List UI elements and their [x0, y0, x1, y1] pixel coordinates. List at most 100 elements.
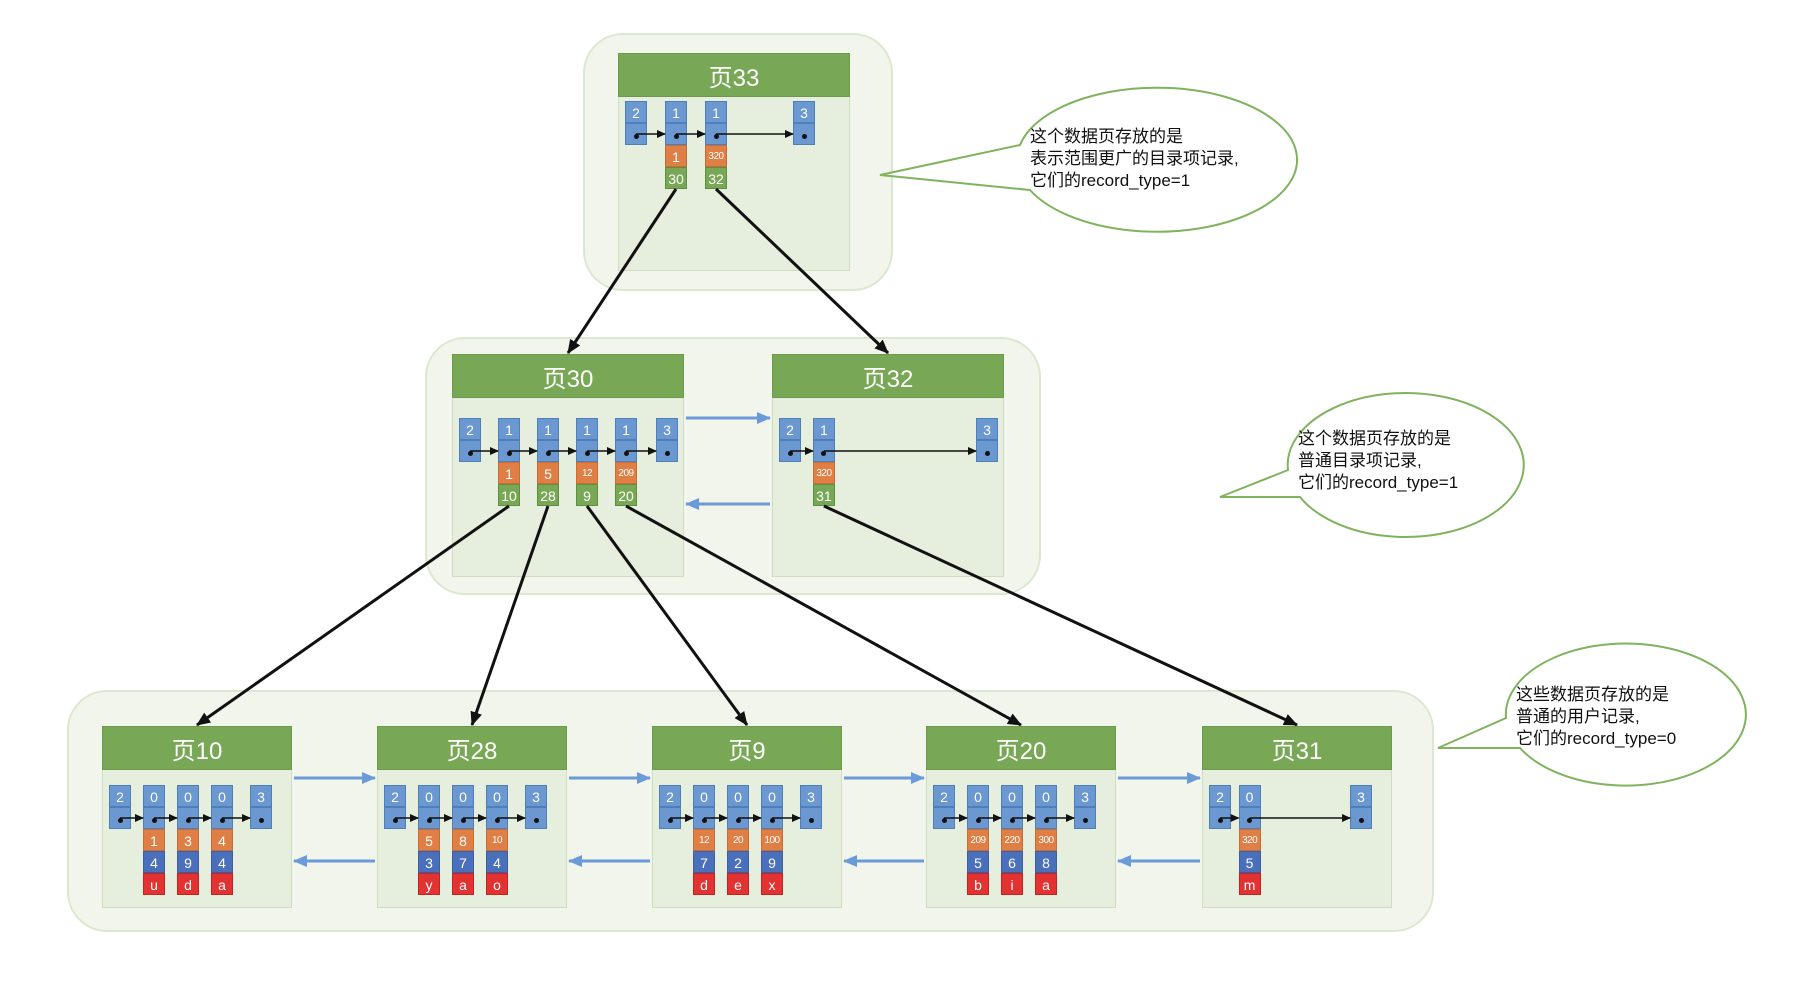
primary-key-cell: 5 — [418, 829, 440, 851]
record-type-cell: 3 — [800, 785, 822, 807]
next-pointer-cell — [1209, 807, 1231, 829]
next-pointer-cell — [727, 807, 749, 829]
next-pointer-dot — [975, 817, 981, 823]
record-type-cell: 1 — [615, 418, 637, 440]
next-pointer-cell — [812, 440, 835, 462]
record-type-cell: 3 — [656, 418, 678, 440]
record-type-cell: 0 — [967, 785, 989, 807]
column-3-cell: o — [486, 873, 508, 895]
record-type-cell: 0 — [418, 785, 440, 807]
record-type-cell: 3 — [525, 785, 547, 807]
column-2-cell: 4 — [143, 851, 165, 873]
infimum-record: 2 — [459, 418, 481, 462]
next-pointer-cell — [109, 807, 131, 829]
record-type-cell: 2 — [933, 785, 955, 807]
next-pointer-cell — [615, 440, 637, 462]
min-key-cell: 1 — [665, 145, 687, 167]
record-type-cell: 2 — [459, 418, 481, 440]
next-pointer-dot — [584, 450, 590, 456]
page-header: 页28 — [377, 726, 567, 770]
next-pointer-dot — [623, 450, 629, 456]
next-pointer-cell — [800, 807, 822, 829]
column-2-cell: 9 — [761, 851, 783, 873]
next-pointer-cell — [625, 123, 647, 145]
next-pointer-dot — [219, 817, 225, 823]
column-3-cell: e — [727, 873, 749, 895]
supremum-record: 3 — [1350, 785, 1372, 829]
next-pointer-dot — [808, 817, 814, 823]
column-2-cell: 9 — [177, 851, 199, 873]
note-line: 表示范围更广的目录项记录, — [1030, 149, 1239, 168]
column-2-cell: 5 — [1238, 851, 1261, 873]
next-pointer-cell — [656, 440, 678, 462]
record-type-cell: 0 — [177, 785, 199, 807]
record-type-cell: 1 — [812, 418, 835, 440]
record-type-cell: 3 — [250, 785, 272, 807]
next-pointer-cell — [793, 123, 815, 145]
next-pointer-dot — [185, 817, 191, 823]
child-page-no-cell: 30 — [665, 167, 687, 189]
column-3-cell: x — [761, 873, 783, 895]
supremum-record: 3 — [525, 785, 547, 829]
next-pointer-cell — [761, 807, 783, 829]
child-page-no-cell: 32 — [705, 167, 727, 189]
primary-key-cell: 20 — [727, 829, 749, 851]
primary-key-cell: 220 — [1001, 829, 1023, 851]
next-pointer-dot — [713, 133, 719, 139]
child-page-no-cell: 10 — [498, 484, 520, 506]
next-pointer-cell — [1074, 807, 1096, 829]
note-line: 普通的用户记录, — [1516, 707, 1640, 726]
child-page-no-cell: 9 — [576, 484, 598, 506]
min-key-cell: 209 — [615, 462, 637, 484]
next-pointer-cell — [1350, 807, 1372, 829]
record-type-cell: 3 — [1350, 785, 1372, 807]
next-pointer-cell — [693, 807, 715, 829]
next-pointer-cell — [525, 807, 547, 829]
next-pointer-dot — [787, 450, 793, 456]
column-2-cell: 4 — [486, 851, 508, 873]
primary-key-cell: 1 — [143, 829, 165, 851]
record-type-cell: 0 — [1001, 785, 1023, 807]
min-key-cell: 320 — [812, 462, 835, 484]
primary-key-cell: 8 — [452, 829, 474, 851]
next-pointer-dot — [1358, 817, 1364, 823]
record-type-cell: 1 — [537, 418, 559, 440]
column-3-cell: b — [967, 873, 989, 895]
page-header: 页20 — [926, 726, 1116, 770]
column-2-cell: 7 — [452, 851, 474, 873]
next-pointer-dot — [467, 450, 473, 456]
next-pointer-cell — [250, 807, 272, 829]
next-pointer-dot — [1082, 817, 1088, 823]
column-2-cell: 2 — [727, 851, 749, 873]
record-type-cell: 2 — [1209, 785, 1231, 807]
next-pointer-cell — [498, 440, 520, 462]
min-key-cell: 5 — [537, 462, 559, 484]
next-pointer-cell — [659, 807, 681, 829]
infimum-record: 2 — [1209, 785, 1231, 829]
infimum-record: 2 — [933, 785, 955, 829]
inner-level-note: 这个数据页存放的是 普通目录项记录, 它们的record_type=1 — [1298, 428, 1458, 494]
next-pointer-dot — [801, 133, 807, 139]
record-type-cell: 3 — [1074, 785, 1096, 807]
min-key-cell: 320 — [705, 145, 727, 167]
min-key-cell: 1 — [498, 462, 520, 484]
